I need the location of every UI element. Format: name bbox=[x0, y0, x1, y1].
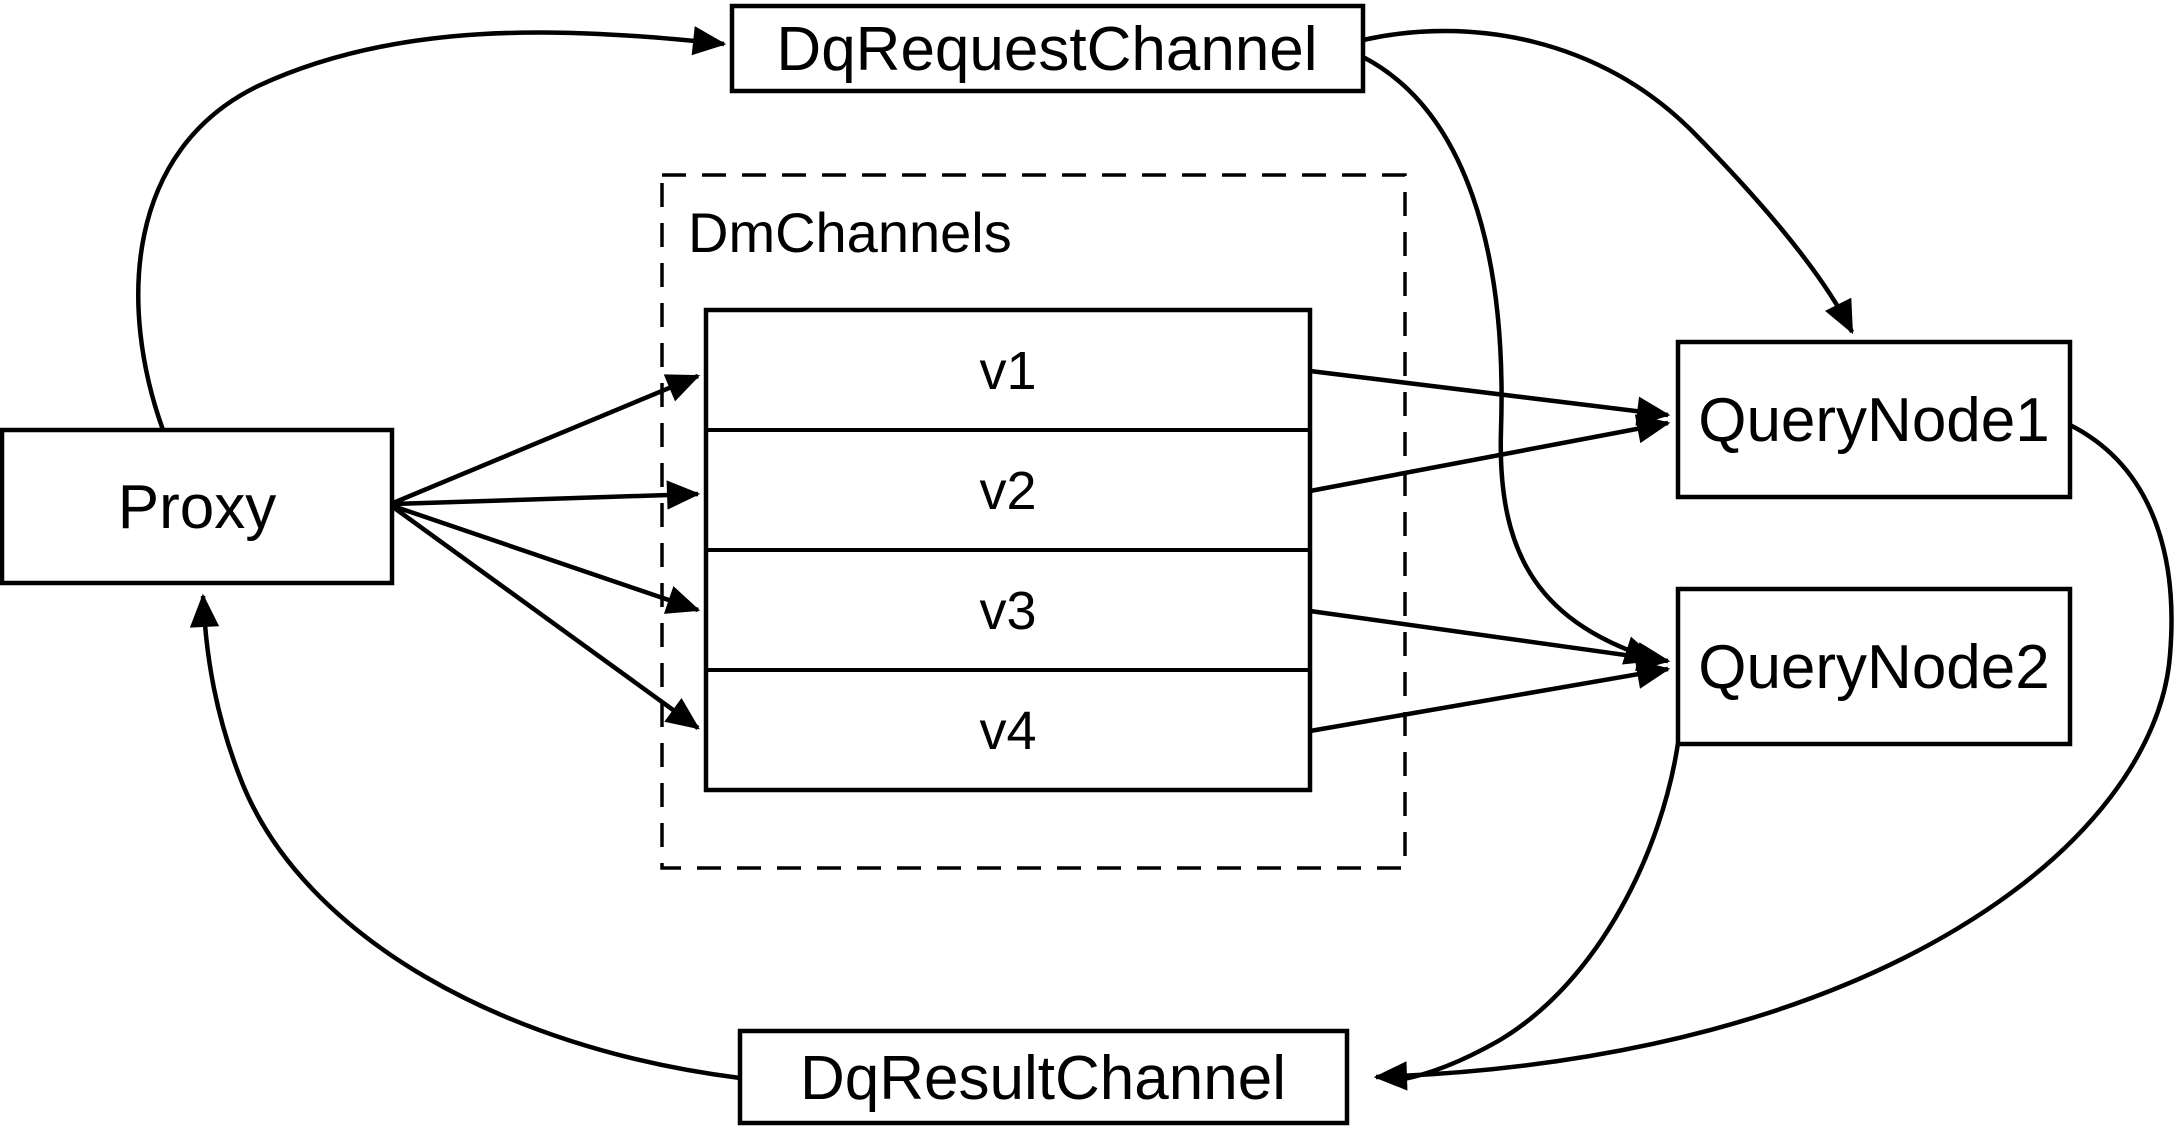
proxy-box bbox=[0, 427, 395, 586]
dq-result-channel-box bbox=[737, 1028, 1350, 1126]
node-proxy: Proxy bbox=[0, 427, 395, 586]
dm-channels-label: DmChannels bbox=[688, 201, 1012, 264]
node-dq-request-channel: DqRequestChannel bbox=[729, 3, 1366, 94]
edge-dq-result-channel-to-proxy bbox=[189, 593, 741, 1081]
dq-result-channel-label: DqResultChannel bbox=[800, 1044, 1286, 1113]
channel-row-v3: v3 bbox=[979, 581, 1036, 641]
query-node-1-box bbox=[1675, 339, 2073, 500]
edge-v4-to-query-node-2 bbox=[1309, 659, 1671, 734]
dq-request-channel-box bbox=[729, 3, 1366, 94]
dm-channels-dashed-box bbox=[660, 173, 1407, 870]
edges-layer bbox=[136, 26, 2174, 1091]
query-node-1-label: QueryNode1 bbox=[1698, 386, 2050, 455]
edge-query-node-2-to-dq-result-channel bbox=[1391, 742, 1681, 1084]
proxy-label: Proxy bbox=[118, 473, 276, 542]
edge-proxy-to-v1 bbox=[392, 373, 701, 506]
query-node-2-box bbox=[1675, 586, 2073, 747]
dm-channels-table: v1 v2 v3 v4 bbox=[703, 307, 1313, 793]
edge-query-node-1-to-dq-result-channel bbox=[1373, 422, 2174, 1091]
edge-v1-to-query-node-1 bbox=[1309, 368, 1671, 426]
dq-request-channel-label: DqRequestChannel bbox=[776, 15, 1317, 84]
edge-dq-request-channel-to-query-node-2 bbox=[1361, 55, 1659, 665]
edge-dq-request-channel-to-query-node-1 bbox=[1362, 28, 1855, 335]
channel-row-v4: v4 bbox=[979, 701, 1036, 761]
dm-channels-container: DmChannels v1 v2 v3 v4 bbox=[660, 173, 1407, 870]
edge-proxy-to-v4 bbox=[391, 505, 700, 730]
edge-v2-to-query-node-1 bbox=[1309, 414, 1671, 494]
query-node-2-label: QueryNode2 bbox=[1698, 633, 2050, 702]
node-dq-result-channel: DqResultChannel bbox=[737, 1028, 1350, 1126]
edge-proxy-to-dq-request-channel bbox=[136, 26, 727, 431]
edge-v3-to-query-node-2 bbox=[1309, 608, 1671, 672]
channel-row-v1: v1 bbox=[979, 341, 1036, 401]
channel-row-v2: v2 bbox=[979, 461, 1036, 521]
edge-proxy-to-v3 bbox=[392, 503, 701, 614]
edge-proxy-to-v2 bbox=[392, 480, 701, 510]
node-query-node-1: QueryNode1 bbox=[1675, 339, 2073, 500]
node-query-node-2: QueryNode2 bbox=[1675, 586, 2073, 747]
